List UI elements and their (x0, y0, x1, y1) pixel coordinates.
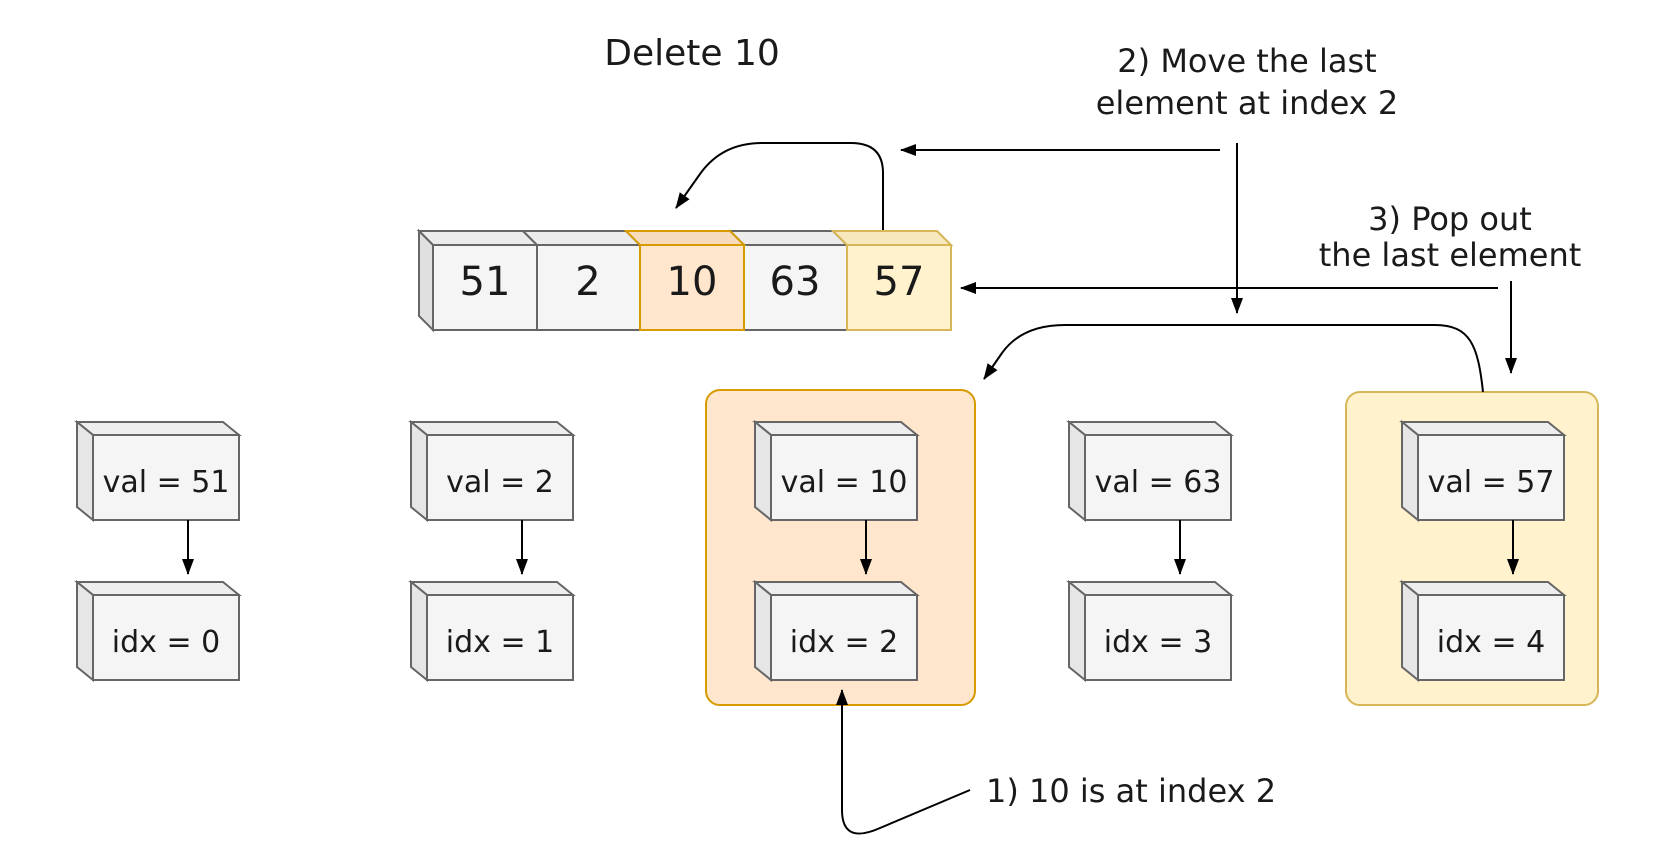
val-box-label: val = 2 (446, 465, 554, 500)
array-cell-0: 51 (416, 228, 540, 333)
array-cell-value: 51 (460, 259, 511, 305)
idx-box-label: idx = 1 (446, 625, 554, 660)
array: 51 2 63 10 57 (416, 228, 954, 333)
array-cell-2-highlighted: 10 (623, 230, 747, 331)
pair-4: val = 57 idx = 4 (1399, 419, 1567, 683)
idx-box-label: idx = 4 (1437, 625, 1545, 660)
diagram-title: Delete 10 (604, 33, 780, 74)
step3-annotation-line1: 3) Pop out (1368, 200, 1532, 238)
val-box-label: val = 63 (1095, 465, 1222, 500)
idx-box-label: idx = 0 (112, 625, 220, 660)
val-box-label: val = 10 (781, 465, 908, 500)
array-cell-value: 2 (575, 259, 600, 305)
array-cell-3: 63 (727, 230, 850, 331)
step2-annotation-line2: element at index 2 (1096, 84, 1399, 122)
array-cell-value: 63 (770, 259, 821, 305)
group-swap-arrow (983, 324, 1484, 393)
step1-annotation: 1) 10 is at index 2 (986, 772, 1276, 810)
val-box-label: val = 51 (103, 465, 230, 500)
array-cell-value: 57 (874, 259, 925, 305)
idx-box-label: idx = 2 (790, 625, 898, 660)
step3-annotation-line2: the last element (1319, 236, 1582, 274)
array-cell-1: 2 (520, 230, 643, 331)
val-box-label: val = 57 (1428, 465, 1555, 500)
pair-2: val = 10 idx = 2 (752, 419, 920, 683)
array-cell-value: 10 (667, 259, 718, 305)
pair-3: val = 63 idx = 3 (1066, 419, 1234, 683)
swap-arc-arrow (675, 142, 884, 230)
array-cell-4-highlighted: 57 (830, 230, 954, 331)
pair-1: val = 2 idx = 1 (408, 419, 576, 683)
step2-annotation-line1: 2) Move the last (1117, 42, 1376, 80)
idx-box-label: idx = 3 (1104, 625, 1212, 660)
pair-0: val = 51 idx = 0 (74, 419, 242, 683)
step1-pointer-arrow (836, 689, 971, 835)
